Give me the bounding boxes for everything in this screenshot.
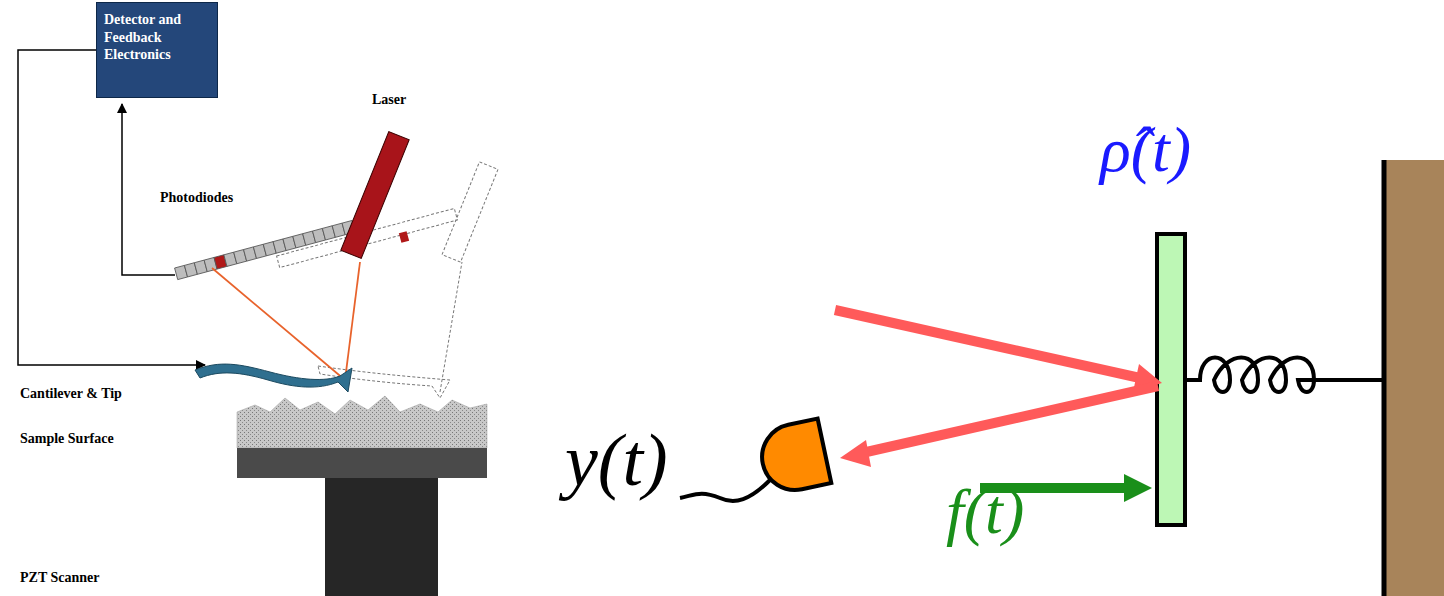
- part-label: PZT Scanner: [20, 570, 99, 586]
- force-head: [1124, 474, 1152, 502]
- photodiode-array: [175, 220, 355, 279]
- part-label: Photodiodes: [160, 190, 233, 206]
- ghost-red-diode: [399, 231, 409, 243]
- part-label: Cantilever & Tip: [20, 386, 122, 402]
- wall: [1384, 160, 1444, 596]
- laser-beam: [345, 262, 360, 380]
- sample-surface: [237, 396, 487, 448]
- signal-label: y(t): [565, 418, 668, 503]
- mirror-mass: [1157, 234, 1185, 525]
- detector-cable: [680, 480, 770, 501]
- feedback-wire: [122, 104, 175, 275]
- pzt-scanner: [325, 478, 438, 596]
- signal-label: ρ̂(t): [1100, 113, 1191, 187]
- signal-label: f(t): [946, 475, 1024, 549]
- part-label: Sample Surface: [20, 431, 114, 447]
- spring: [1185, 358, 1384, 393]
- sample-base: [237, 448, 487, 478]
- process-box: Detector and Feedback Electronics: [96, 2, 218, 98]
- incident-beam: [835, 310, 1140, 378]
- cantilever: [195, 364, 352, 392]
- reflected-head: [840, 440, 871, 467]
- reflected-red-beam: [862, 386, 1158, 453]
- reflected-beam: [212, 268, 345, 380]
- part-label: Laser: [372, 92, 406, 108]
- ghost-elements: [277, 162, 498, 398]
- box-text: Detector and Feedback Electronics: [104, 11, 211, 64]
- laser: [341, 132, 409, 259]
